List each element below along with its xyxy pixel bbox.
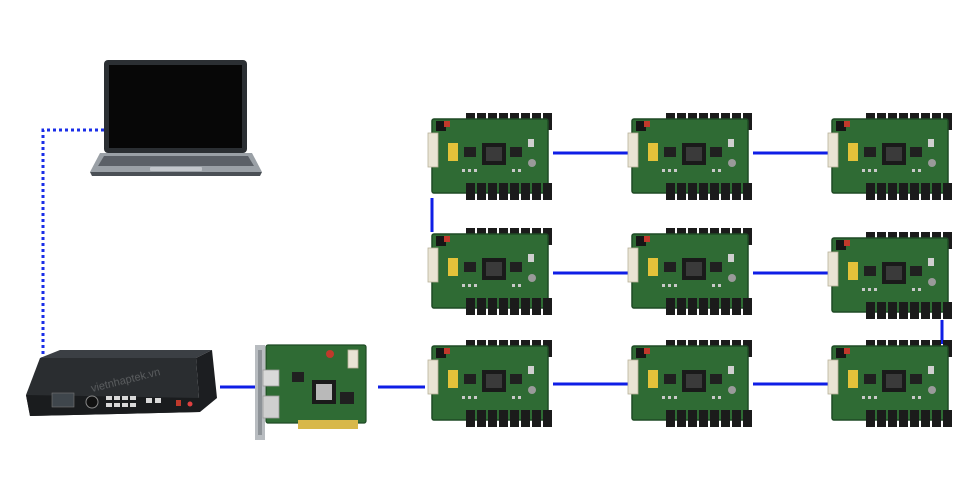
receiving-card-r3c2 (627, 339, 753, 428)
receiving-card-r3c3 (827, 339, 953, 428)
laptop-icon (90, 60, 262, 176)
receiving-card-grid (427, 112, 953, 428)
receiving-card-r2c1 (427, 227, 553, 316)
receiving-card-r1c2 (627, 112, 753, 201)
video-processor-icon (26, 350, 217, 416)
receiving-card-r3c1 (427, 339, 553, 428)
cable-network (220, 151, 944, 389)
receiving-card-r1c1 (427, 112, 553, 201)
dotted-link-laptop-processor (41, 128, 104, 372)
receiving-card-r1c3 (827, 112, 953, 201)
sending-card-icon (255, 344, 367, 440)
receiving-card-r2c2 (627, 227, 753, 316)
receiving-card-r2c3 (827, 231, 953, 320)
